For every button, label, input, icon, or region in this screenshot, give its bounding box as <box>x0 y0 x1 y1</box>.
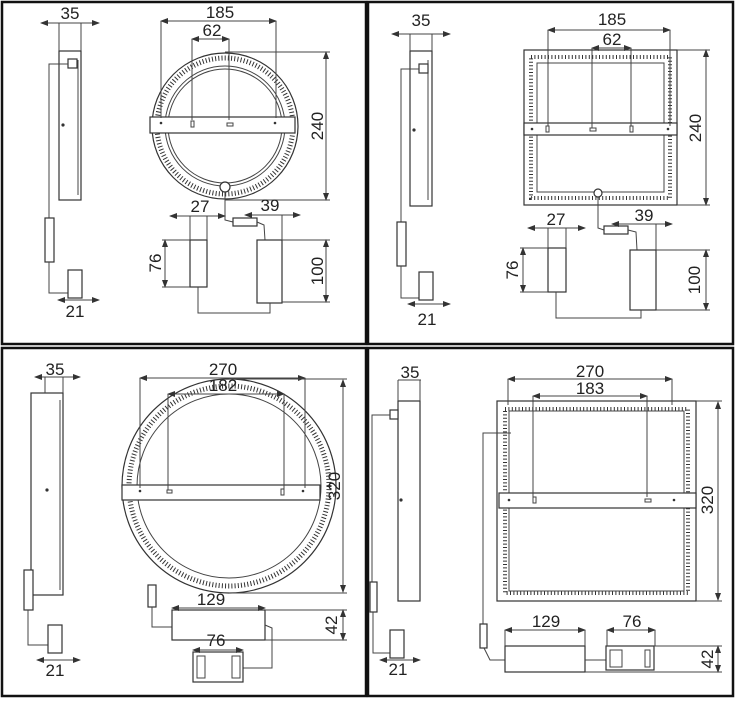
panel-square-320: 35 21 270 183 320 <box>369 362 722 679</box>
panel-square-240: 35 21 185 62 240 <box>391 10 710 329</box>
front-view: 185 62 240 27 39 76 100 <box>146 3 330 314</box>
front-view: 270 182 320 129 76 42 <box>121 360 347 683</box>
dim-outer-diameter: 185 <box>206 3 234 22</box>
side-view: 35 21 <box>23 360 81 680</box>
dim-side-depth: 35 <box>412 11 431 30</box>
dim-driver-b-width: 39 <box>635 206 654 225</box>
dim-cable-box: 21 <box>46 661 65 680</box>
dim-overall-height: 320 <box>325 472 344 500</box>
dim-overall-height: 240 <box>308 112 327 140</box>
side-view: 35 21 <box>40 4 100 321</box>
dim-hole-spacing: 183 <box>576 379 604 398</box>
dim-outer-width: 185 <box>598 10 626 29</box>
dim-outer-diameter: 270 <box>209 360 237 379</box>
dim-overall-height: 240 <box>686 114 705 142</box>
dim-driver-height: 42 <box>322 616 341 635</box>
front-view: 270 183 320 129 76 42 <box>479 362 722 673</box>
dim-driver-b-length: 76 <box>623 612 642 631</box>
dim-driver-a-width: 27 <box>547 210 566 229</box>
dim-driver-a-height: 76 <box>146 254 165 273</box>
dim-driver-height: 42 <box>698 650 717 669</box>
dim-side-depth: 35 <box>61 4 80 23</box>
dim-side-depth: 35 <box>46 360 65 379</box>
dim-overall-height: 320 <box>698 486 717 514</box>
dim-cable-box: 21 <box>66 302 85 321</box>
front-view: 185 62 240 27 39 76 100 <box>503 10 710 319</box>
side-view: 35 21 <box>391 11 451 329</box>
dim-hole-spacing: 182 <box>209 376 237 395</box>
dim-driver-b-height: 100 <box>685 266 704 294</box>
dim-cable-box: 21 <box>389 660 408 679</box>
dim-cable-box: 21 <box>418 310 437 329</box>
dim-hole-spacing: 62 <box>603 30 622 49</box>
dim-side-depth: 35 <box>401 363 420 382</box>
dim-driver-b-width: 39 <box>261 196 280 215</box>
panel-round-320: 35 21 270 182 320 12 <box>23 360 347 683</box>
dim-driver-b-height: 100 <box>308 257 327 285</box>
dim-driver-a-length: 129 <box>197 590 225 609</box>
dim-outer-width: 270 <box>576 362 604 381</box>
dim-driver-a-width: 27 <box>191 197 210 216</box>
dim-driver-a-height: 76 <box>503 261 522 280</box>
dim-hole-spacing: 62 <box>203 21 222 40</box>
panel-round-240: 35 21 185 62 240 <box>40 3 330 321</box>
side-view: 35 21 <box>369 363 421 679</box>
dim-driver-b-length: 76 <box>207 631 226 650</box>
dim-driver-a-length: 129 <box>532 612 560 631</box>
